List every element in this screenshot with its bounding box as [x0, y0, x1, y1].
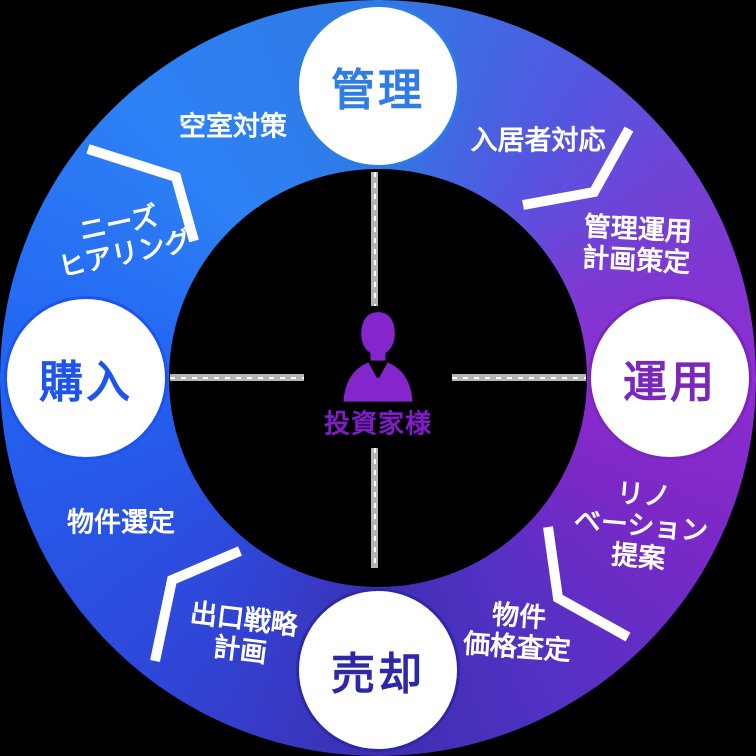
- chevron-arrow-icon: [522, 126, 634, 210]
- node-management: 管理: [296, 4, 460, 168]
- connector-top: [371, 172, 378, 306]
- step-exit-strategy: 出口戦略 計画: [185, 598, 299, 672]
- step-price-assessment: 物件 価格査定: [462, 598, 574, 667]
- step-line: 入居者対応: [470, 125, 606, 156]
- node-label: 運用: [623, 358, 717, 407]
- node-label: 購入: [39, 358, 133, 407]
- step-renovation-proposal: リノ ベーション 提案: [570, 474, 712, 578]
- chevron-arrow-icon: [150, 546, 242, 663]
- node-purchase: 購入: [4, 296, 168, 460]
- chevron-arrow-icon: [86, 144, 199, 243]
- connector-left: [170, 374, 304, 381]
- center-investor-label: 投資家様: [323, 408, 433, 439]
- node-label: 売却: [331, 650, 425, 699]
- step-line: 計画策定: [581, 242, 691, 278]
- node-operation: 運用: [588, 296, 752, 460]
- node-sale: 売却: [296, 588, 460, 752]
- step-property-selection: 物件選定: [67, 508, 175, 539]
- connector-right: [452, 374, 586, 381]
- step-management-plan: 管理運用 計画策定: [581, 211, 693, 278]
- chevron-arrow-icon: [543, 526, 631, 642]
- step-vacancy-measures: 空室対策: [179, 112, 287, 143]
- step-line: 物件選定: [67, 507, 175, 538]
- step-tenant-support: 入居者対応: [471, 126, 606, 157]
- node-label: 管理: [331, 66, 425, 115]
- investor-person-icon: [343, 312, 413, 402]
- connector-bottom: [371, 448, 378, 568]
- step-line: 空室対策: [179, 111, 287, 142]
